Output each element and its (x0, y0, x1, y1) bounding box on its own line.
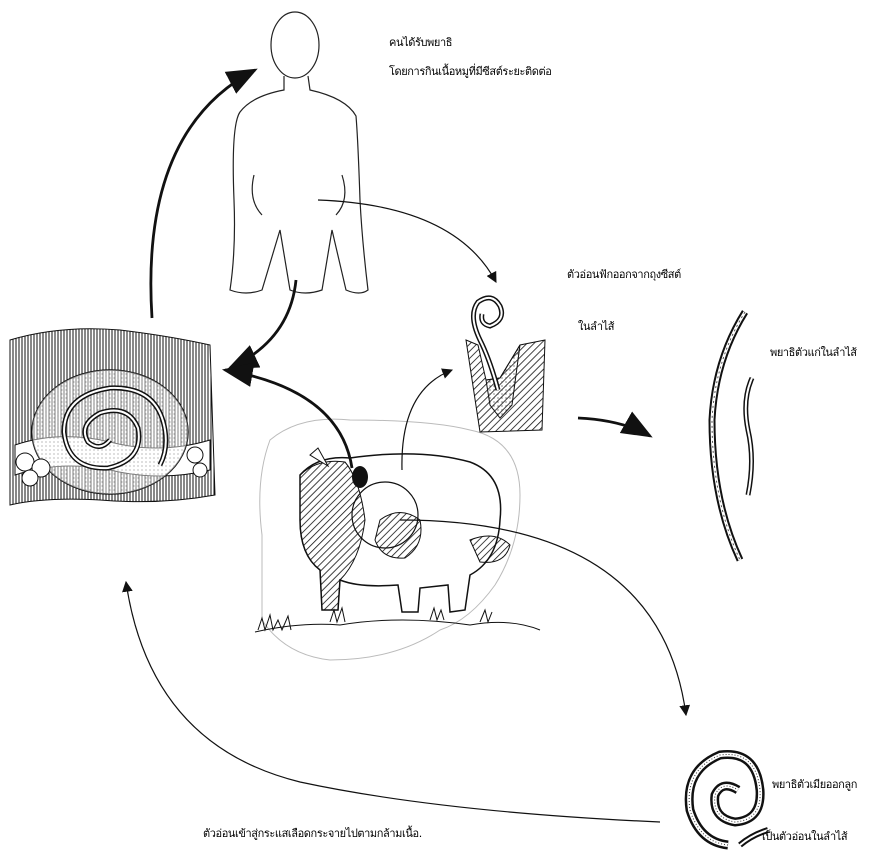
label-bloodstream: ตัวอ่อนเข้าสู่กระแสเลือดกระจายไปตามกล้าม… (203, 827, 422, 841)
muscle-cyst-illustration (10, 329, 215, 505)
label-adult-worm: พยาธิตัวแก่ในลำไส้ (770, 346, 857, 360)
arrow-female-to-muscle (126, 582, 660, 822)
label-female-worm-line2: เป็นตัวอ่อนในลำไส้ (762, 830, 847, 844)
arrow-intestine-to-adult (578, 418, 650, 436)
arrow-muscle-to-human (151, 70, 255, 318)
arrow-human-to-intestine (318, 200, 496, 282)
label-human-infection-line2: โดยการกินเนื้อหมูที่มีซีสต์ระยะติดต่อ (389, 65, 551, 79)
human-figure (230, 12, 368, 293)
pig-illustration (255, 419, 540, 660)
arrow-human-to-muscle (230, 280, 296, 368)
label-larva-excyst-line2: ในลำไส้ (578, 320, 614, 334)
intestine-excyst-illustration (466, 298, 545, 432)
label-larva-excyst-line1: ตัวอ่อนฟักออกจากถุงซีสต์ (567, 268, 681, 282)
label-human-infection-line1: คนได้รับพยาธิ (389, 36, 452, 50)
female-worm-illustration (689, 754, 768, 845)
adult-worms-illustration (712, 312, 752, 560)
label-female-worm-line1: พยาธิตัวเมียออกลูก (772, 778, 857, 792)
